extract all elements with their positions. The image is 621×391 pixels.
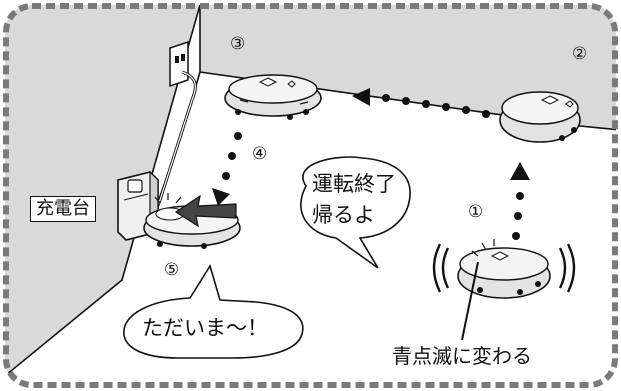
- arrowhead-2-to-3: [352, 88, 370, 106]
- blink-callout-line: [461, 261, 479, 341]
- robot-position-2: [499, 91, 581, 143]
- dock-arrow: [174, 194, 237, 228]
- return-path-dots: [222, 94, 524, 240]
- step-4-label: ④: [252, 144, 268, 164]
- speech-return-line-2: 帰るよ: [312, 203, 375, 227]
- speech-home-text: ただいま～！: [142, 316, 268, 340]
- step-1-label: ①: [468, 202, 484, 222]
- robot-position-3: [224, 74, 322, 120]
- speech-bubble-home: [123, 264, 304, 359]
- blink-note-text: 青点滅に変わる: [392, 344, 532, 368]
- arrowhead-1-to-2: [510, 162, 530, 180]
- arrowhead-3-to-5: [212, 188, 230, 206]
- step-5-label: ⑤: [164, 260, 180, 280]
- left-wall: [5, 5, 201, 382]
- step-3-label: ③: [230, 34, 246, 54]
- step-2-label: ②: [572, 44, 588, 64]
- speech-return-line-1: 運転終了: [312, 172, 396, 196]
- robot-position-1: [432, 239, 576, 299]
- dashed-frame: [3, 3, 618, 388]
- speech-bubble-return: [300, 156, 411, 269]
- vibration-marks: [432, 243, 576, 293]
- charger-label: 充電台: [30, 196, 96, 222]
